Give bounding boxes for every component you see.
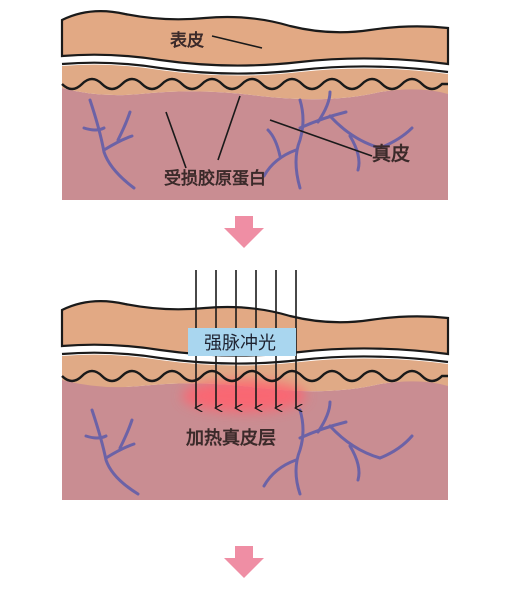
wavy-junction-2	[61, 369, 448, 383]
label-epidermis: 表皮	[170, 30, 204, 51]
dermis-layer-2	[62, 378, 448, 500]
label-collagen: 受损胶原蛋白	[164, 168, 266, 189]
panel-after: 强脉冲光 强脉冲光 加热真皮层	[60, 270, 450, 500]
down-arrow-icon	[224, 216, 264, 248]
blood-vessels-2	[84, 400, 414, 496]
heat-glow	[182, 380, 306, 412]
label-dermis: 真皮	[372, 142, 410, 165]
label-heat-dermis: 加热真皮层	[185, 427, 276, 449]
down-arrow-icon-2	[224, 546, 264, 578]
blood-vessels	[82, 90, 414, 190]
middle-band	[62, 64, 448, 100]
dermis-layer	[62, 88, 448, 200]
wavy-junction	[61, 77, 448, 91]
boundary-line-1	[61, 61, 449, 75]
boundary-line-2	[61, 351, 449, 365]
panel-before: 表皮 受损胶原蛋白 真皮	[60, 10, 450, 200]
label-ipl-front: 强脉冲光	[204, 333, 276, 354]
leader-lines	[165, 35, 373, 169]
epidermis-layer	[60, 10, 450, 67]
ipl-box-cover	[188, 328, 296, 356]
